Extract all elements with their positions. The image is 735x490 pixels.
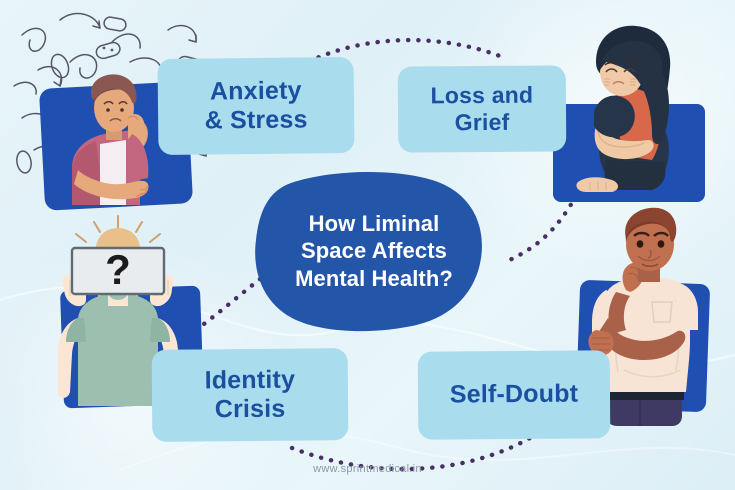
anxiety-illustration [13,12,238,211]
card-identity-crisis[interactable]: Identity Crisis [151,348,349,442]
card-loss-and-grief-label: Loss and Grief [430,81,534,136]
anxiety-person [72,74,149,205]
grief-illustration [553,25,705,202]
connector-right [502,193,579,265]
question-sign [70,246,166,296]
connector-bottom [289,435,533,472]
question-mark-glyph: ? [105,246,131,293]
card-self-doubt-label: Self-Doubt [449,379,579,409]
footer-website-url[interactable]: www.sprintmedical.in [313,463,422,475]
card-anxiety-stress[interactable]: Anxiety & Stress [157,56,355,156]
card-anxiety-stress-label: Anxiety & Stress [204,76,308,135]
card-self-doubt[interactable]: Self-Doubt [417,350,611,440]
radiating-lines [75,215,161,243]
center-question-title: How Liminal Space Affects Mental Health? [295,211,453,291]
selfdoubt-person [588,207,698,426]
center-blob-shape [255,172,482,332]
grief-person [576,25,671,192]
card-identity-crisis-label: Identity Crisis [204,365,296,424]
card-loss-and-grief[interactable]: Loss and Grief [397,65,567,153]
connector-dotted-lines [193,37,579,472]
connector-left [193,267,275,333]
center-question-blob: How Liminal Space Affects Mental Health? [268,172,480,330]
connector-top [297,37,508,69]
